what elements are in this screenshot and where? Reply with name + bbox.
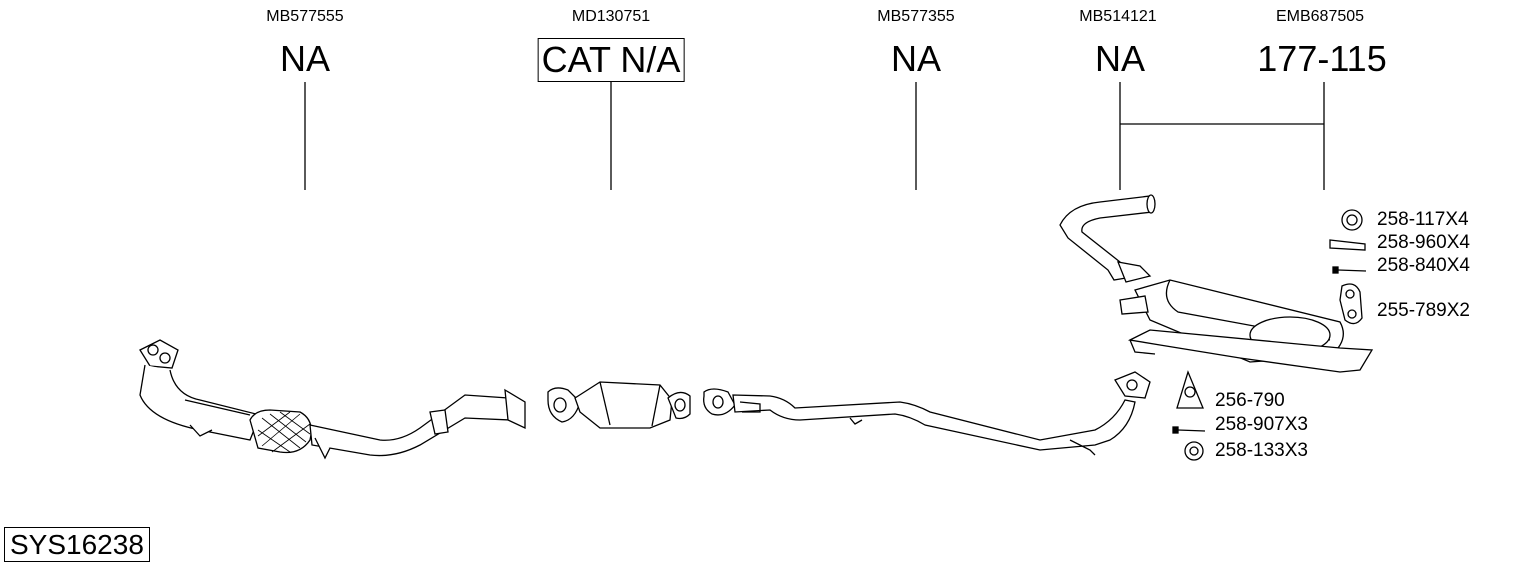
oe-number-catalytic-converter: MD130751 [571,8,651,25]
catalytic-converter-drawing [547,381,691,429]
accessory-label-flange-gasket[interactable]: 256-790 [1215,390,1285,411]
rear-pipe-drawing [1059,194,1156,283]
oe-number-middle-pipe: MB577355 [877,8,955,25]
part-label-front-pipe[interactable]: NA [279,38,331,79]
sealing-ring-icon [1341,209,1363,231]
front-pipe-drawing [139,339,526,460]
clamp-sleeve-icon [1329,239,1366,251]
accessory-label-sealing-ring[interactable]: 258-117X4 [1377,209,1469,230]
accessory-label-rubber-hanger[interactable]: 255-789X2 [1377,300,1470,321]
bolt-icon [1172,426,1206,434]
bolt-icon [1332,266,1367,274]
rubber-hanger-icon [1339,283,1363,325]
part-label-catalytic-converter[interactable]: CAT N/A [537,38,685,82]
part-label-rear-silencer[interactable]: 177-115 [1257,38,1387,79]
oe-number-rear-silencer: EMB687505 [1275,8,1365,25]
accessory-label-nut[interactable]: 258-133X3 [1215,440,1308,461]
middle-pipe-drawing [703,371,1151,456]
flange-gasket-icon [1176,370,1204,409]
part-label-rear-pipe[interactable]: NA [1094,38,1146,79]
nut-icon [1184,441,1204,461]
part-label-middle-pipe[interactable]: NA [890,38,942,79]
accessory-label-clamp-sleeve[interactable]: 258-960X4 [1377,232,1470,253]
oe-number-front-pipe: MB577555 [266,8,344,25]
oe-number-rear-pipe: MB514121 [1079,8,1157,25]
accessory-label-bolt[interactable]: 258-840X4 [1377,255,1470,276]
accessory-label-bolt-front[interactable]: 258-907X3 [1215,414,1308,435]
system-code: SYS16238 [4,527,150,562]
rear-silencer-drawing [1119,279,1374,373]
